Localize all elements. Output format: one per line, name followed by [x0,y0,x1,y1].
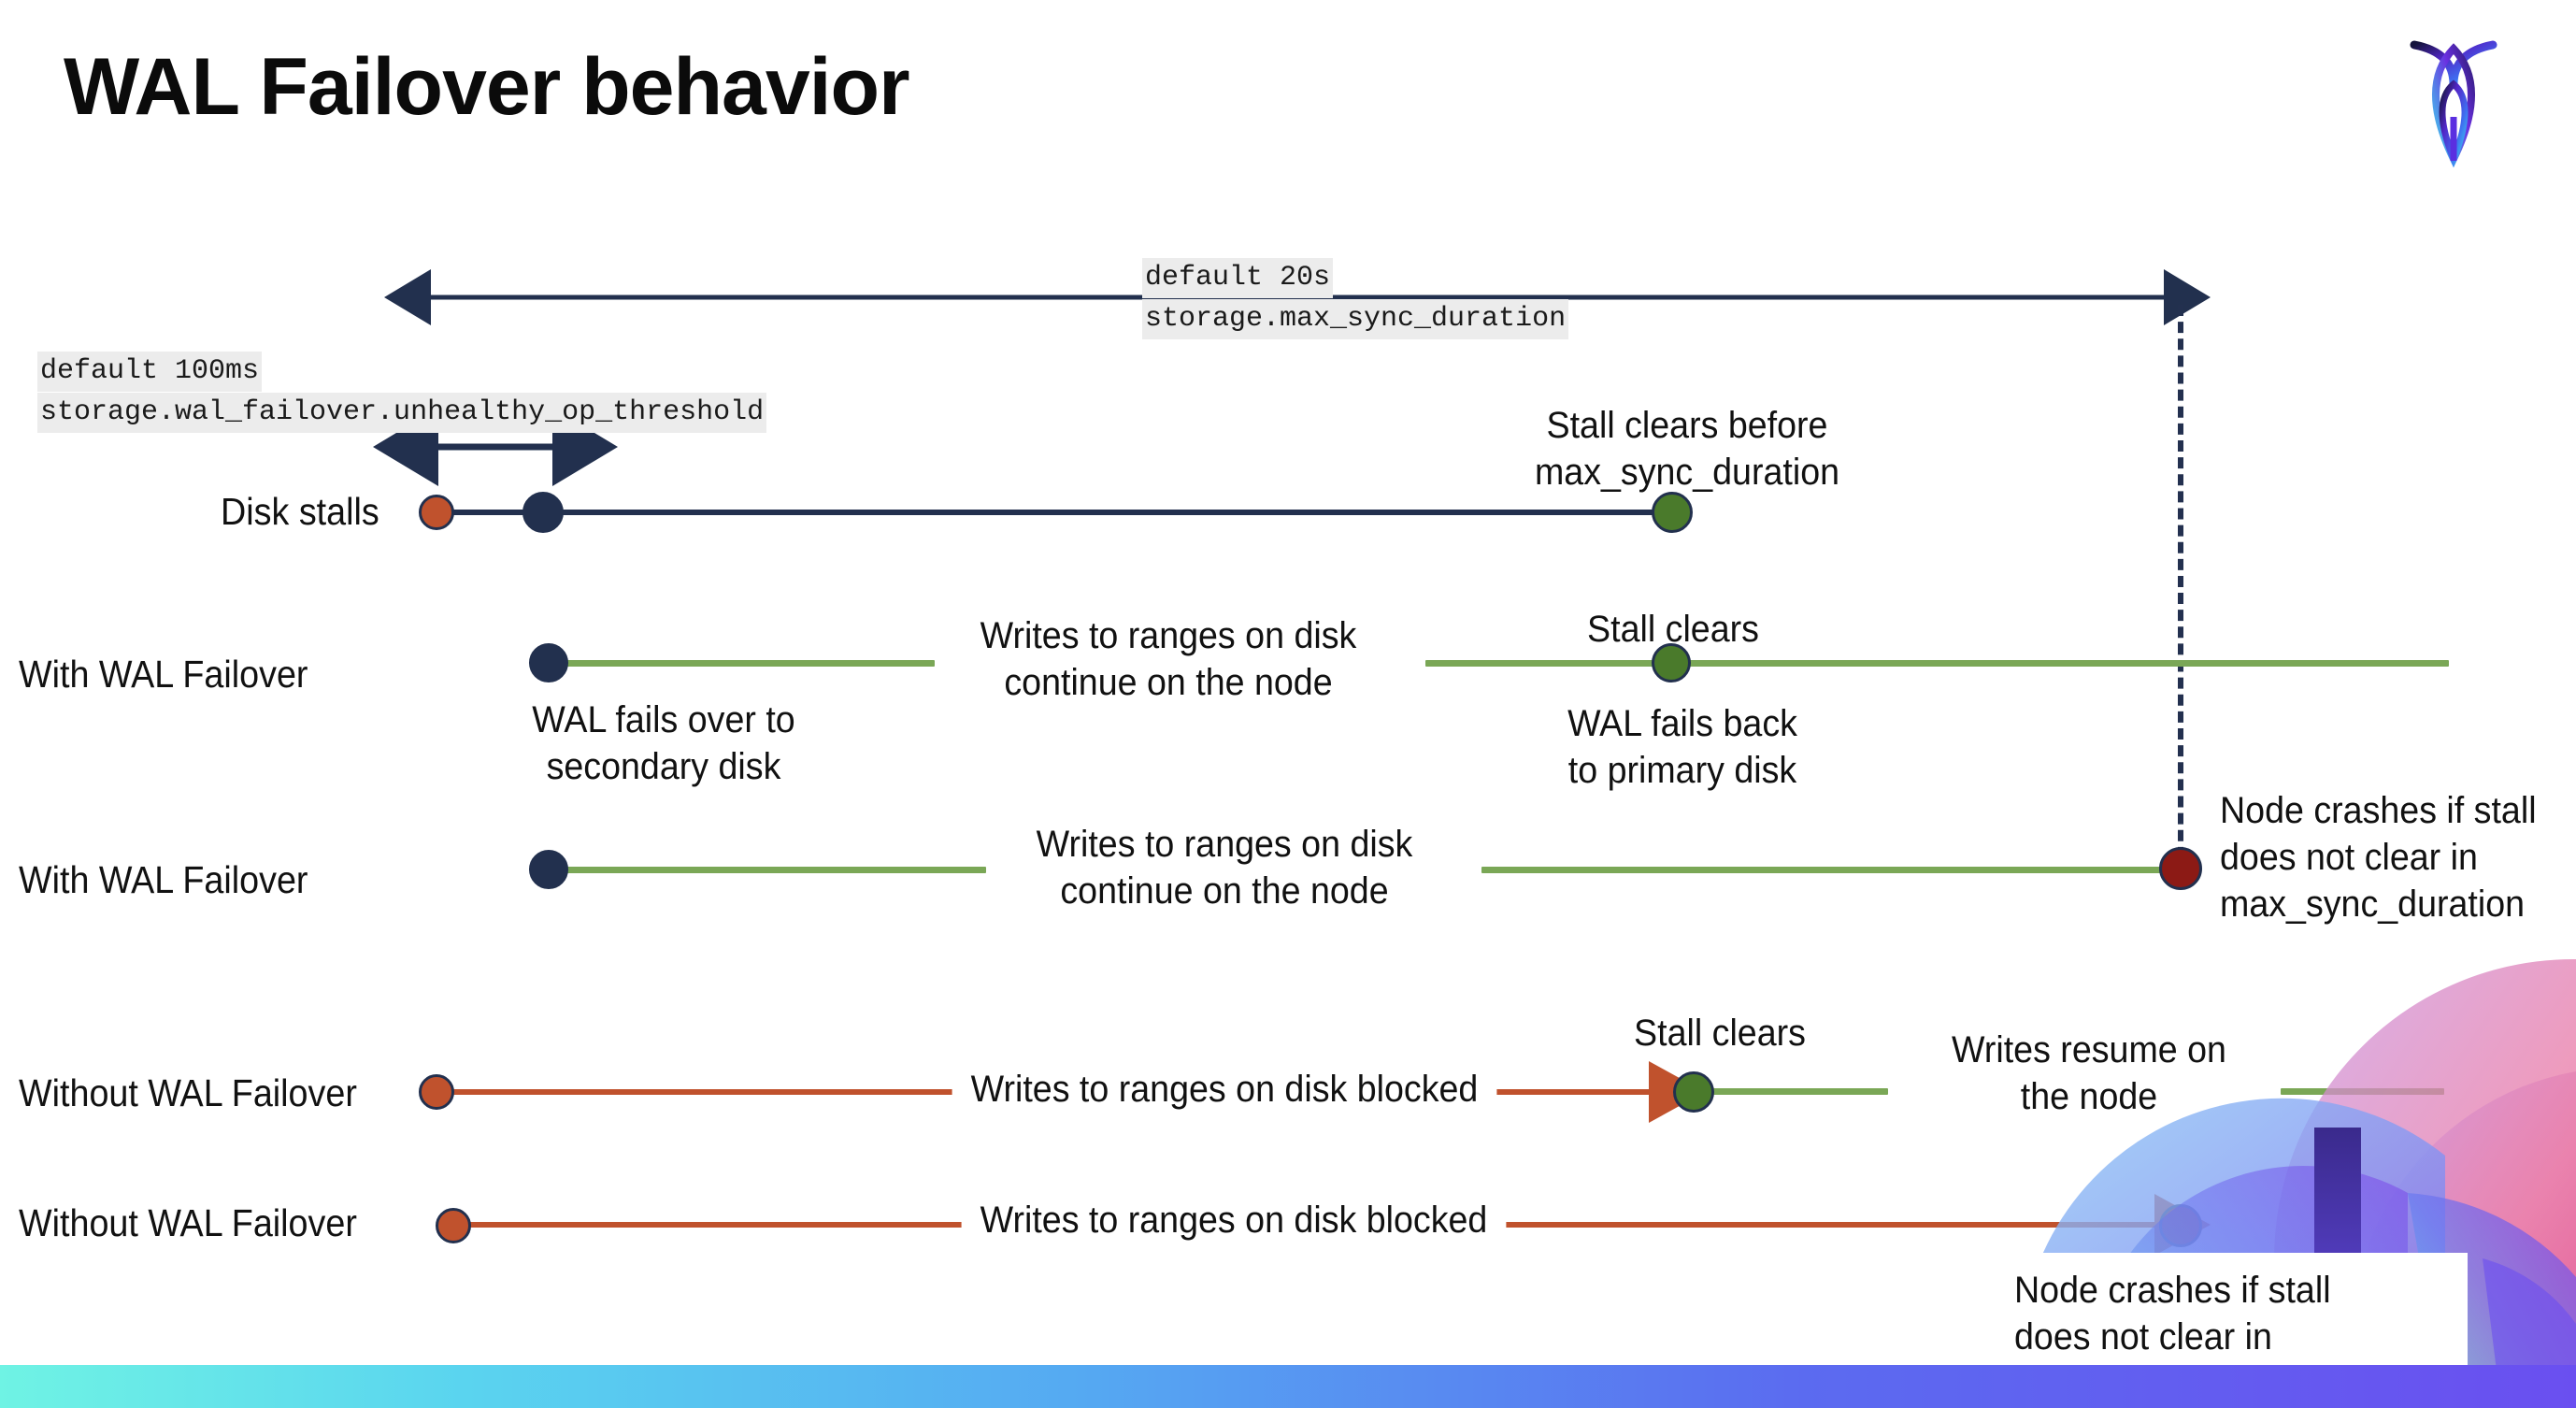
disk-stall-clear-dot [1652,492,1693,533]
anno-writes-continue-1: Writes to ranges on disk continue on the… [980,615,1357,703]
row-label-without-wal-failover-1: Without WAL Failover [19,1071,357,1114]
unhealthy-op-threshold-setting: storage.wal_failover.unhealthy_op_thresh… [37,393,767,434]
unhealthy-op-threshold-arrow [373,408,618,486]
wal-failover-start-dot [529,643,568,682]
page-title: WAL Failover behavior [64,42,910,132]
anno-writes-blocked-1: Writes to ranges on disk blocked [952,1066,1497,1113]
anno-stall-clears-2: Stall clears [1587,609,1759,650]
wal-failover-crash-green-seg-b [1481,867,2178,873]
max-sync-duration-dropline [2178,305,2183,875]
node-crash-dot-1 [2159,847,2202,890]
wal-failover-green-seg-b [1425,660,2449,667]
without-wal-resume-green-seg [1696,1088,1888,1095]
anno-wal-fails-back: WAL fails back to primary disk [1567,703,1797,791]
wal-failover-green-seg-a [547,660,935,667]
anno-writes-continue-2: Writes to ranges on disk continue on the… [1036,824,1413,912]
cockroachdb-logo-icon [2397,28,2510,168]
without-wal-start-dot-1 [419,1074,454,1110]
bottom-gradient-bar [0,1365,2576,1408]
max-sync-duration-setting: storage.max_sync_duration [1142,299,1569,340]
anno-wal-fails-over: WAL fails over to secondary disk [532,699,795,787]
anno-stall-clears-3: Stall clears [1634,1013,1806,1054]
without-wal-stall-clear-dot [1673,1071,1714,1113]
wal-failback-dot [1652,643,1691,682]
row-label-with-wal-failover-1: With WAL Failover [19,653,308,696]
unhealthy-op-threshold-default: default 100ms [37,352,263,393]
row-label-disk-stalls: Disk stalls [221,490,379,533]
wal-failover-crash-start-dot [529,850,568,889]
anno-writes-blocked-2: Writes to ranges on disk blocked [961,1197,1507,1243]
wal-failover-trigger-dot [522,492,564,533]
wal-failover-crash-green-seg-a [547,867,986,873]
row-label-with-wal-failover-2: With WAL Failover [19,858,308,901]
disk-stall-start-dot [419,495,454,530]
anno-node-crashes-1: Node crashes if stall does not clear in … [2220,790,2537,925]
without-wal-start-dot-2 [436,1208,471,1243]
anno-writes-resume: Writes resume on the node [1952,1029,2226,1117]
max-sync-duration-default: default 20s [1142,258,1334,299]
anno-stall-clears-before: Stall clears before max_sync_duration [1534,405,1840,493]
disk-stalls-track [436,510,1679,515]
row-label-without-wal-failover-2: Without WAL Failover [19,1201,357,1244]
